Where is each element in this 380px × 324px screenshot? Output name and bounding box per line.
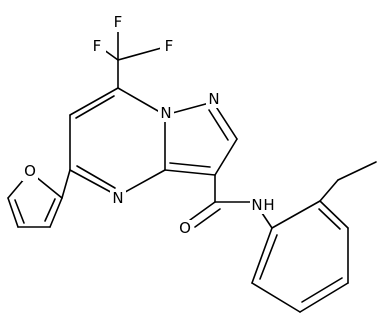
atom-f-top: F xyxy=(109,13,127,32)
atom-n-amide: N H xyxy=(250,196,276,214)
svg-text:F: F xyxy=(114,13,123,31)
svg-text:F: F xyxy=(93,37,102,55)
svg-text:O: O xyxy=(24,162,36,180)
bond-furan-c5-c4-inner xyxy=(14,199,25,224)
bond-cf3-f-right xyxy=(117,46,166,61)
svg-text:N: N xyxy=(160,104,171,122)
atom-n-pyrimidine: N xyxy=(110,189,126,207)
bond-ph-c6-c1-inner xyxy=(259,234,278,280)
atom-h-amide: H xyxy=(263,196,274,214)
bond-furan-c5-c4 xyxy=(7,197,19,228)
bond-ph-c6-c1 xyxy=(251,227,273,284)
svg-text:F: F xyxy=(165,37,174,55)
atom-n-bridge: N xyxy=(158,104,174,122)
atom-o-carbonyl: O xyxy=(177,219,193,238)
bond-c7-c6-inner xyxy=(75,95,115,119)
bond-carbonyl-c-o-double xyxy=(194,208,221,228)
atom-n-pyrazole: N xyxy=(206,90,222,108)
bond-ph-c5-c6 xyxy=(251,282,301,313)
bond-n-bridge-c7 xyxy=(117,87,166,116)
bond-ph-c4-c5 xyxy=(299,282,349,313)
bond-c5-furan xyxy=(61,169,71,199)
svg-text:O: O xyxy=(179,219,191,237)
bond-c5-n4-inner xyxy=(76,165,116,189)
bond-c3-c3a xyxy=(164,169,216,176)
bond-ethyl-ch3 xyxy=(337,161,377,181)
bond-c7-c6 xyxy=(69,87,119,116)
bond-ethyl-ch2 xyxy=(319,179,339,202)
bond-ph-c1-c2 xyxy=(271,200,321,229)
bond-ph-c2-c3 xyxy=(319,200,349,229)
atom-f-right: F xyxy=(160,37,178,55)
atom-o-furan: O xyxy=(22,162,38,181)
bond-n1-c2-inner xyxy=(208,109,229,141)
bond-carbonyl-c-o xyxy=(189,201,216,221)
atom-f-left: F xyxy=(88,37,106,55)
bond-c2-c3 xyxy=(214,138,238,176)
bond-furan-c3-c2-inner xyxy=(44,198,56,222)
bond-c3-c3a-inner xyxy=(169,162,211,168)
bond-n1-c2 xyxy=(212,101,238,140)
bond-furan-c3-c2 xyxy=(49,197,63,228)
svg-text:N: N xyxy=(208,90,219,108)
bond-ph-c4-c5-inner xyxy=(301,277,343,303)
svg-text:N: N xyxy=(251,196,262,214)
bond-n-aryl xyxy=(261,212,273,229)
svg-text:N: N xyxy=(112,189,123,207)
bond-ph-c2-c3-inner xyxy=(318,208,341,230)
